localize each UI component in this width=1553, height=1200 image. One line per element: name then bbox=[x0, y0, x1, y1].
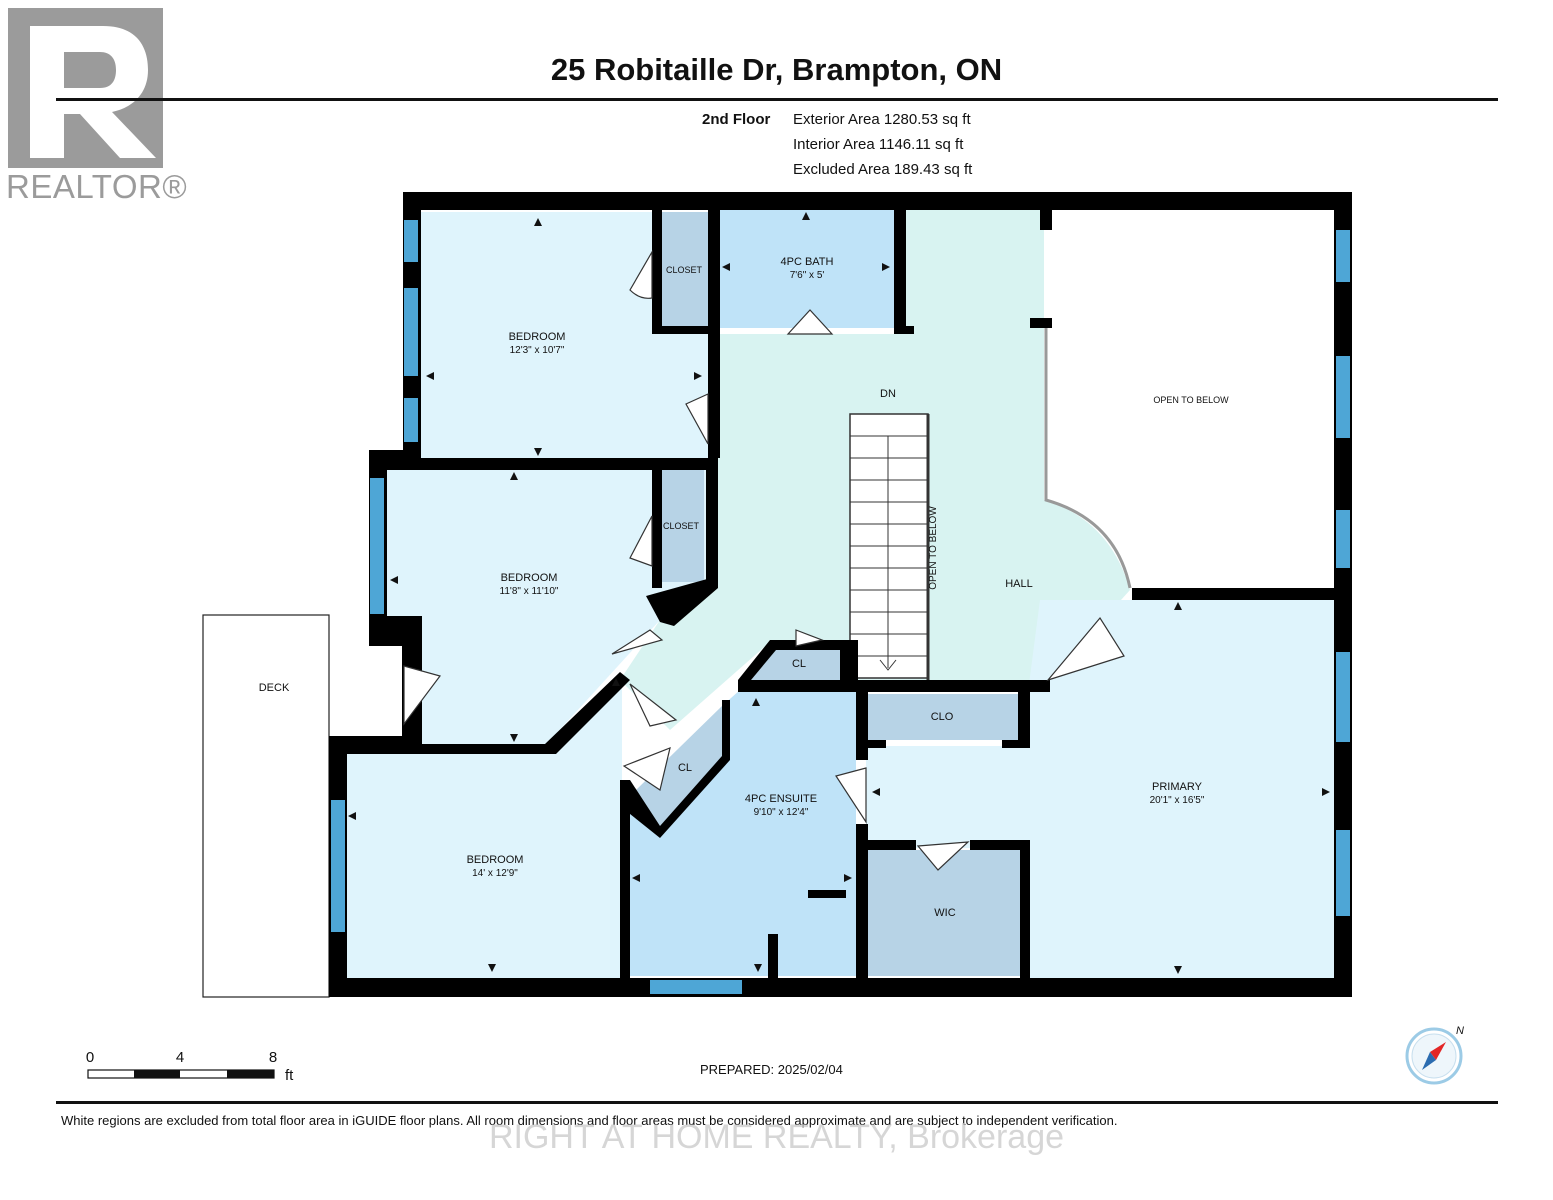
bath-label: 4PC BATH bbox=[781, 256, 834, 268]
deck-label: DECK bbox=[259, 682, 290, 694]
cl-2-label: CL bbox=[678, 762, 692, 774]
wic-label: WIC bbox=[934, 907, 955, 919]
primary-area bbox=[866, 600, 1334, 978]
staircase bbox=[849, 413, 930, 680]
primary-label: PRIMARY bbox=[1152, 781, 1203, 793]
footer-divider bbox=[56, 1101, 1498, 1104]
dn-label: DN bbox=[880, 388, 896, 400]
header-divider bbox=[56, 98, 1498, 101]
open-to-below-railing bbox=[1044, 328, 1132, 589]
scale-unit: ft bbox=[285, 1067, 294, 1084]
bedroom-1-label: BEDROOM bbox=[509, 331, 566, 343]
windows bbox=[331, 220, 1350, 994]
closet-1-label: CLOSET bbox=[666, 265, 703, 275]
realtor-logo bbox=[8, 8, 163, 168]
bath-dims: 7'6" x 5' bbox=[790, 270, 825, 281]
scale-label-0: 0 bbox=[86, 1049, 94, 1066]
bedroom-3-label: BEDROOM bbox=[467, 854, 524, 866]
interior-area: Interior Area 1146.11 sq ft bbox=[793, 136, 964, 153]
ensuite-area bbox=[628, 690, 856, 976]
floor-label: 2nd Floor bbox=[702, 111, 771, 128]
closet-2-label: CLOSET bbox=[663, 521, 700, 531]
disclaimer-text: White regions are excluded from total fl… bbox=[61, 1113, 1118, 1128]
excluded-area: Excluded Area 189.43 sq ft bbox=[793, 161, 973, 178]
compass-north-label: N bbox=[1456, 1025, 1464, 1037]
ensuite-label: 4PC ENSUITE bbox=[745, 793, 817, 805]
compass-icon: N bbox=[1405, 1025, 1464, 1085]
deck-outline bbox=[202, 614, 330, 998]
bedroom-3-area bbox=[346, 688, 622, 978]
brokerage-watermark: RIGHT AT HOME REALTY, Brokerage bbox=[488, 1118, 1065, 1156]
bedroom-2-dims: 11'8" x 11'10" bbox=[500, 586, 559, 597]
doors bbox=[403, 249, 1125, 871]
walls bbox=[329, 192, 1352, 997]
stairs-open-to-below-label: OPEN TO BELOW bbox=[928, 506, 939, 590]
realtor-wordmark: REALTOR® bbox=[6, 168, 188, 205]
dimension-markers bbox=[348, 212, 1330, 974]
bedroom-2-area bbox=[386, 470, 708, 746]
cl-2-area bbox=[636, 706, 722, 832]
clo-area bbox=[866, 694, 1018, 740]
open-to-below-label: OPEN TO BELOW bbox=[1153, 395, 1229, 405]
scale-bar: 0 4 8 ft bbox=[86, 1049, 294, 1084]
hall-label: HALL bbox=[1005, 578, 1033, 590]
bedroom-2-label: BEDROOM bbox=[501, 572, 558, 584]
bedroom-3-dims: 14' x 12'9" bbox=[472, 868, 518, 879]
closet-1-area bbox=[660, 212, 708, 328]
exterior-area: Exterior Area 1280.53 sq ft bbox=[793, 111, 971, 128]
wic-area bbox=[868, 850, 1022, 976]
closet-2-area bbox=[660, 470, 704, 582]
cl-1-label: CL bbox=[792, 658, 806, 670]
scale-label-8: 8 bbox=[269, 1049, 277, 1066]
primary-dims: 20'1" x 16'5" bbox=[1150, 795, 1205, 806]
ensuite-dims: 9'10" x 12'4" bbox=[754, 807, 809, 818]
scale-label-4: 4 bbox=[176, 1049, 184, 1066]
page-title: 25 Robitaille Dr, Brampton, ON bbox=[550, 52, 1003, 87]
prepared-date: PREPARED: 2025/02/04 bbox=[700, 1062, 843, 1077]
clo-label: CLO bbox=[931, 711, 954, 723]
bedroom-1-dims: 12'3" x 10'7" bbox=[510, 345, 565, 356]
bath-area bbox=[718, 210, 896, 328]
